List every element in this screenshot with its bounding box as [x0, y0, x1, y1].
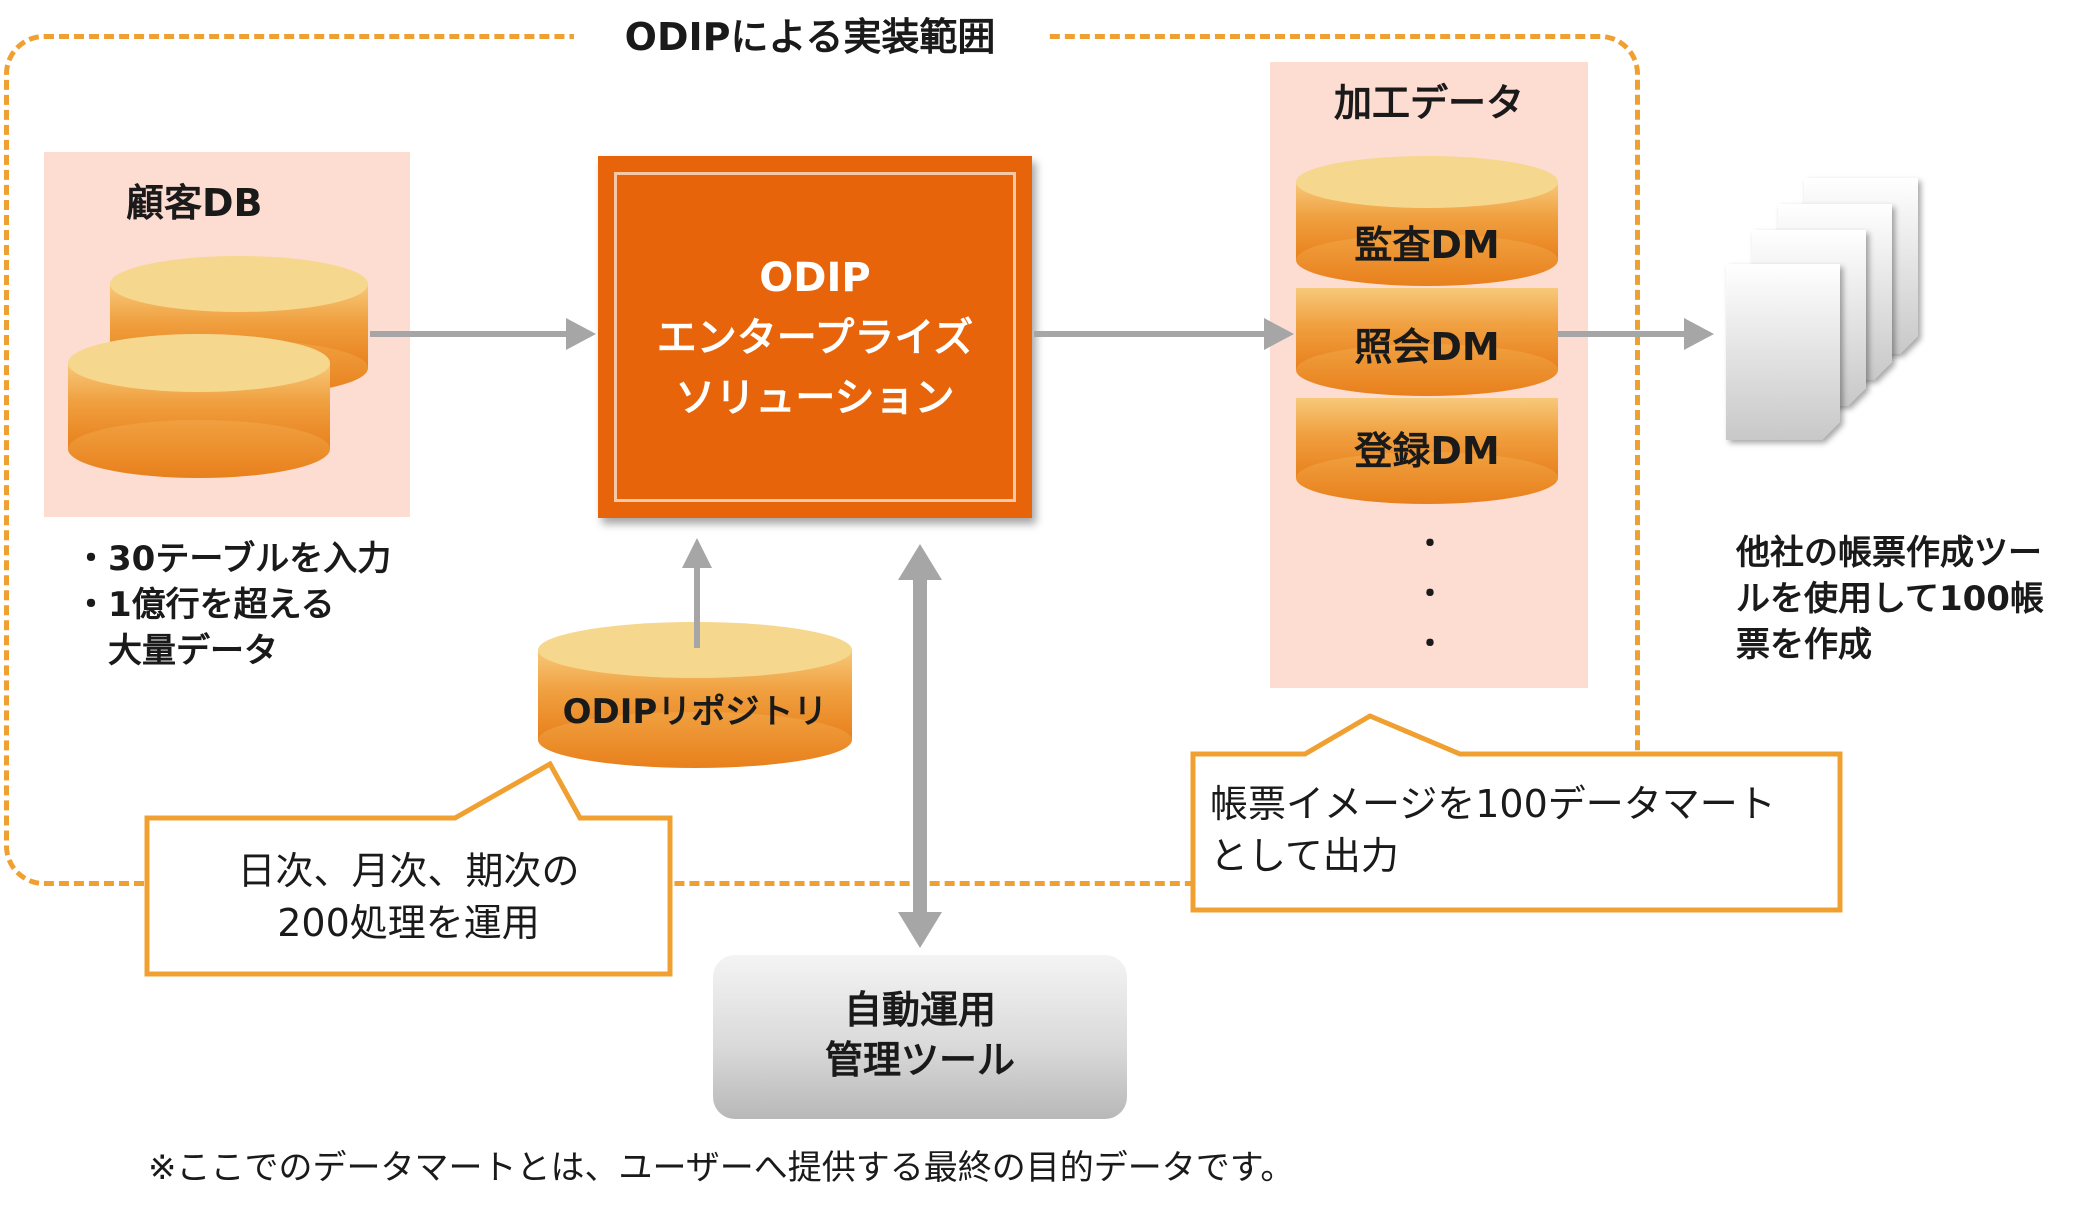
report-description-line: 他社の帳票作成ツー [1736, 533, 2042, 573]
data-mart-cylinder-audit: 監査DM [1296, 156, 1558, 286]
callout-right-text: 帳票イメージを100データマート として出力 [1210, 778, 1776, 882]
customer-db-note: 大量データ [74, 631, 278, 671]
report-document-stack [1726, 178, 1918, 440]
odip-inner-frame [614, 172, 1016, 502]
scope-title: ODIPによる実装範囲 [574, 12, 1046, 62]
data-mart-cylinder-registration: 登録DM [1296, 372, 1558, 504]
report-description-line: ルを使用して100帳 [1736, 579, 2044, 619]
management-tool-line: 管理ツール [824, 1038, 1015, 1082]
data-mart-label: 登録DM [1354, 429, 1500, 473]
callout-left-text: 日次、月次、期次の 200処理を運用 [147, 845, 670, 949]
callout-left-shape [144, 760, 673, 977]
customer-db-note: ・30テーブルを入力 [74, 539, 392, 579]
odip-label-line: エンタープライズ [656, 315, 974, 361]
data-mart-cylinder-inquiry: 照会DM [1296, 262, 1558, 396]
report-description-line: 票を作成 [1736, 625, 1872, 665]
callout-line: 帳票イメージを100データマート [1210, 782, 1776, 826]
data-mart-label: 照会DM [1354, 325, 1500, 369]
customer-db-cylinder-front [68, 334, 330, 478]
footnote: ※ここでのデータマートとは、ユーザーへ提供する最終の目的データです。 [148, 1148, 1295, 1188]
customer-db-title: 顧客DB [126, 181, 263, 225]
arrowhead [898, 912, 942, 948]
arrowhead [1684, 318, 1714, 350]
callout-line: 200処理を運用 [277, 901, 540, 945]
callout-line: として出力 [1210, 834, 1399, 878]
arrowhead [898, 544, 942, 580]
arrowhead [566, 318, 596, 350]
customer-db-notes: ・30テーブルを入力 ・1億行を超える 大量データ [74, 536, 391, 674]
odip-label-line: ODIP [759, 255, 871, 301]
report-page [1726, 264, 1840, 440]
callout-line: 日次、月次、期次の [237, 849, 580, 893]
processed-data-title: 加工データ [1333, 81, 1524, 125]
odip-label-line: ソリューション [675, 375, 955, 421]
ellipsis-dot: ・ [1415, 627, 1445, 662]
callout-right-shape [1190, 713, 1843, 913]
odip-label: ODIP エンタープライズ ソリューション [598, 248, 1032, 428]
management-tool-line: 自動運用 [843, 988, 996, 1032]
odip-enterprise-solution-box: ODIP エンタープライズ ソリューション [598, 156, 1032, 518]
odip-repository-label: ODIPリポジトリ [562, 692, 828, 732]
more-data-marts-ellipsis: ・ ・ ・ [1410, 520, 1450, 670]
automation-management-tool: 自動運用 管理ツール [713, 955, 1127, 1119]
ellipsis-dot: ・ [1415, 577, 1445, 612]
arrowhead [1264, 318, 1294, 350]
odip-repository-cylinder: ODIPリポジトリ [538, 622, 852, 768]
report-description: 他社の帳票作成ツー ルを使用して100帳 票を作成 [1736, 530, 2044, 668]
customer-db-note: ・1億行を超える [74, 585, 335, 625]
ellipsis-dot: ・ [1415, 527, 1445, 562]
arrowhead [682, 538, 712, 568]
data-mart-label: 監査DM [1354, 223, 1500, 267]
